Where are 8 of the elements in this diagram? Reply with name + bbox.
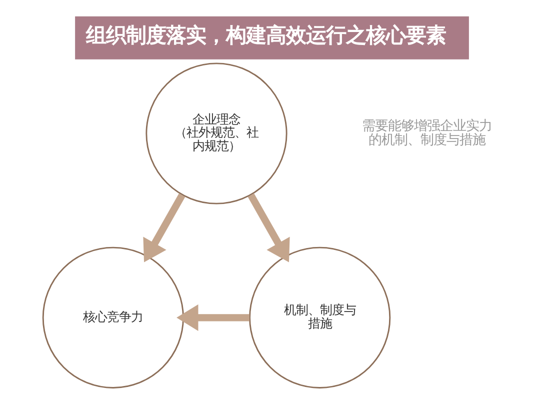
node-circle: 机制、制度与措施: [249, 246, 391, 388]
node-circle: 核心竞争力: [42, 246, 184, 388]
arrow: [143, 193, 186, 262]
label: 需要能够增强企业实力的机制、制度与措施: [362, 118, 492, 148]
arrow: [176, 304, 250, 331]
arrow: [248, 193, 290, 262]
node-circle: 企业理念 （社外规范、社内规范）: [146, 62, 288, 204]
diagram-title: 组织制度落实，构建高效运行之核心要素: [86, 22, 446, 47]
